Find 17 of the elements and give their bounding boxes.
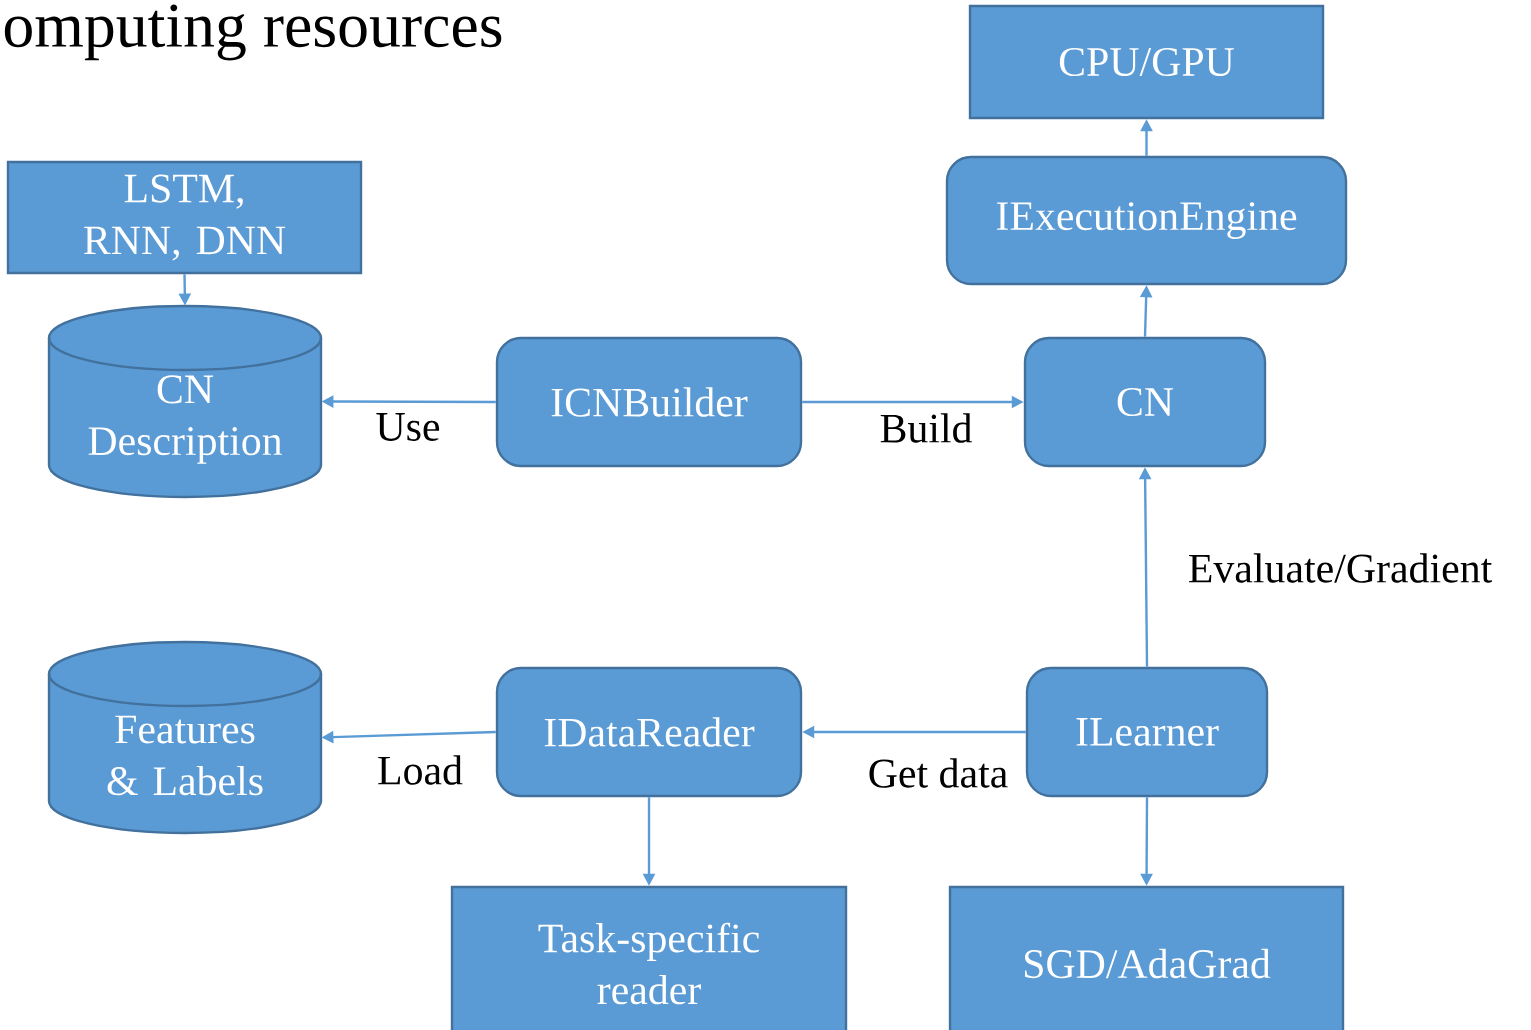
edge-label: Evaluate/Gradient (1185, 551, 1495, 585)
rounded-box: IDataReader (495, 666, 803, 798)
process-box: SGD/AdaGrad (948, 885, 1345, 1030)
edge-label: Use (373, 411, 443, 443)
process-box: LSTM, RNN, DNN (6, 160, 363, 275)
edge-label: Load (375, 753, 465, 787)
database-cylinder: Features & Labels (47, 640, 323, 835)
process-box: Task-specific reader (450, 885, 848, 1030)
edge-label: Get data (865, 756, 1011, 790)
rounded-box: IExecutionEngine (945, 155, 1348, 286)
rounded-box: ICNBuilder (495, 336, 803, 468)
edge-label: Build (877, 411, 975, 445)
title: omputing resources (4, 4, 502, 61)
process-box: CPU/GPU (968, 4, 1325, 120)
database-cylinder: CN Description (47, 304, 323, 499)
rounded-box: ILearner (1025, 666, 1269, 798)
rounded-box: CN (1023, 336, 1267, 468)
